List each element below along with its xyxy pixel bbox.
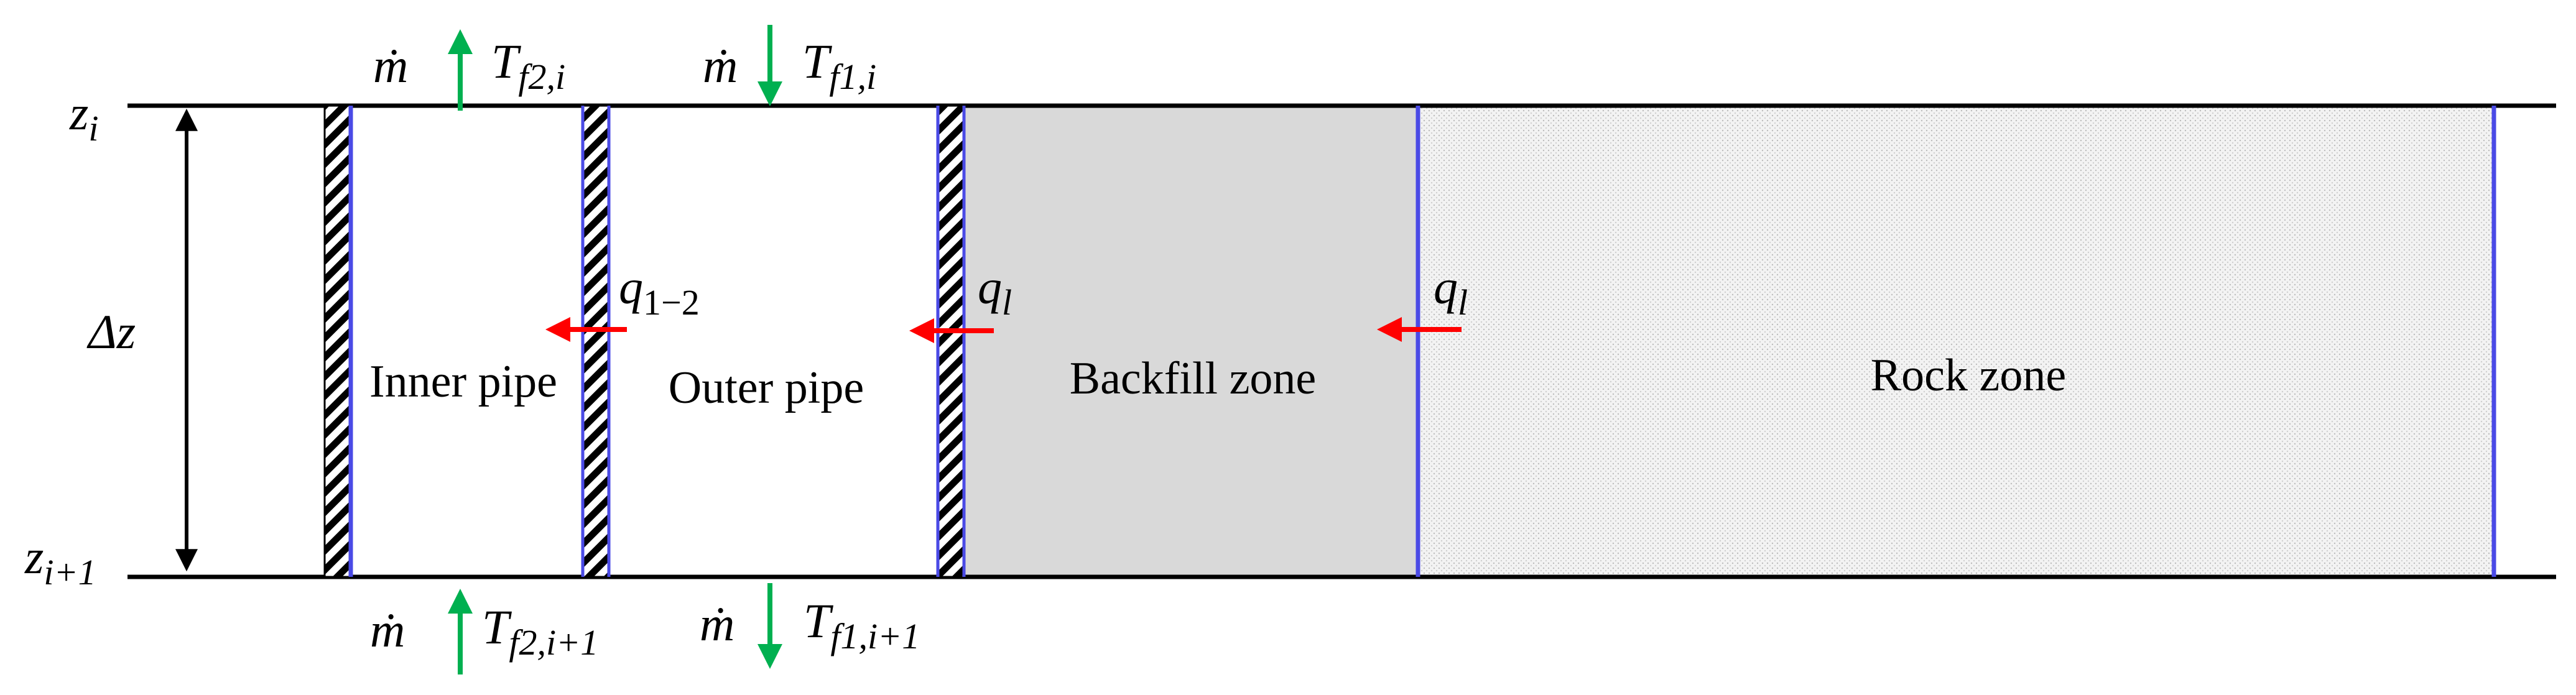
inner-pipe-label: Inner pipe: [369, 356, 557, 407]
outer-pipe-wall: [936, 104, 966, 578]
rock-zone-label: Rock zone: [1871, 350, 2066, 401]
mass-flow-top-outer: ṁ: [703, 39, 738, 93]
mass-flow-bottom-outer: ṁ: [700, 597, 734, 651]
heat-flux-ql-backfill-label: ql: [1434, 260, 1468, 323]
heat-flux-ql-pipe-label: ql: [978, 260, 1012, 323]
backfill-zone-fill: [963, 106, 1418, 577]
temp-top-inner-label: Tf2,i: [491, 34, 565, 97]
temp-bottom-inner-label: Tf2,i+1: [482, 600, 598, 663]
backfill-zone-label: Backfill zone: [1070, 353, 1317, 404]
mass-flow-top-inner: ṁ: [373, 39, 408, 93]
heat-flux-q12-label: q1−2: [619, 260, 700, 323]
mass-flow-bottom-inner: ṁ: [370, 603, 405, 657]
temp-top-outer-label: Tf1,i: [802, 34, 876, 97]
inner-pipe-right-wall: [581, 104, 611, 578]
temp-bottom-outer-label: Tf1,i+1: [804, 594, 920, 656]
level-top-label: zi: [69, 86, 98, 149]
delta-z-label: Δz: [86, 305, 136, 359]
level-bottom-label: zi+1: [24, 530, 96, 592]
outer-pipe-label: Outer pipe: [669, 362, 864, 413]
rock-zone-fill: [1418, 106, 2494, 577]
inner-pipe-left-wall: [323, 104, 353, 578]
